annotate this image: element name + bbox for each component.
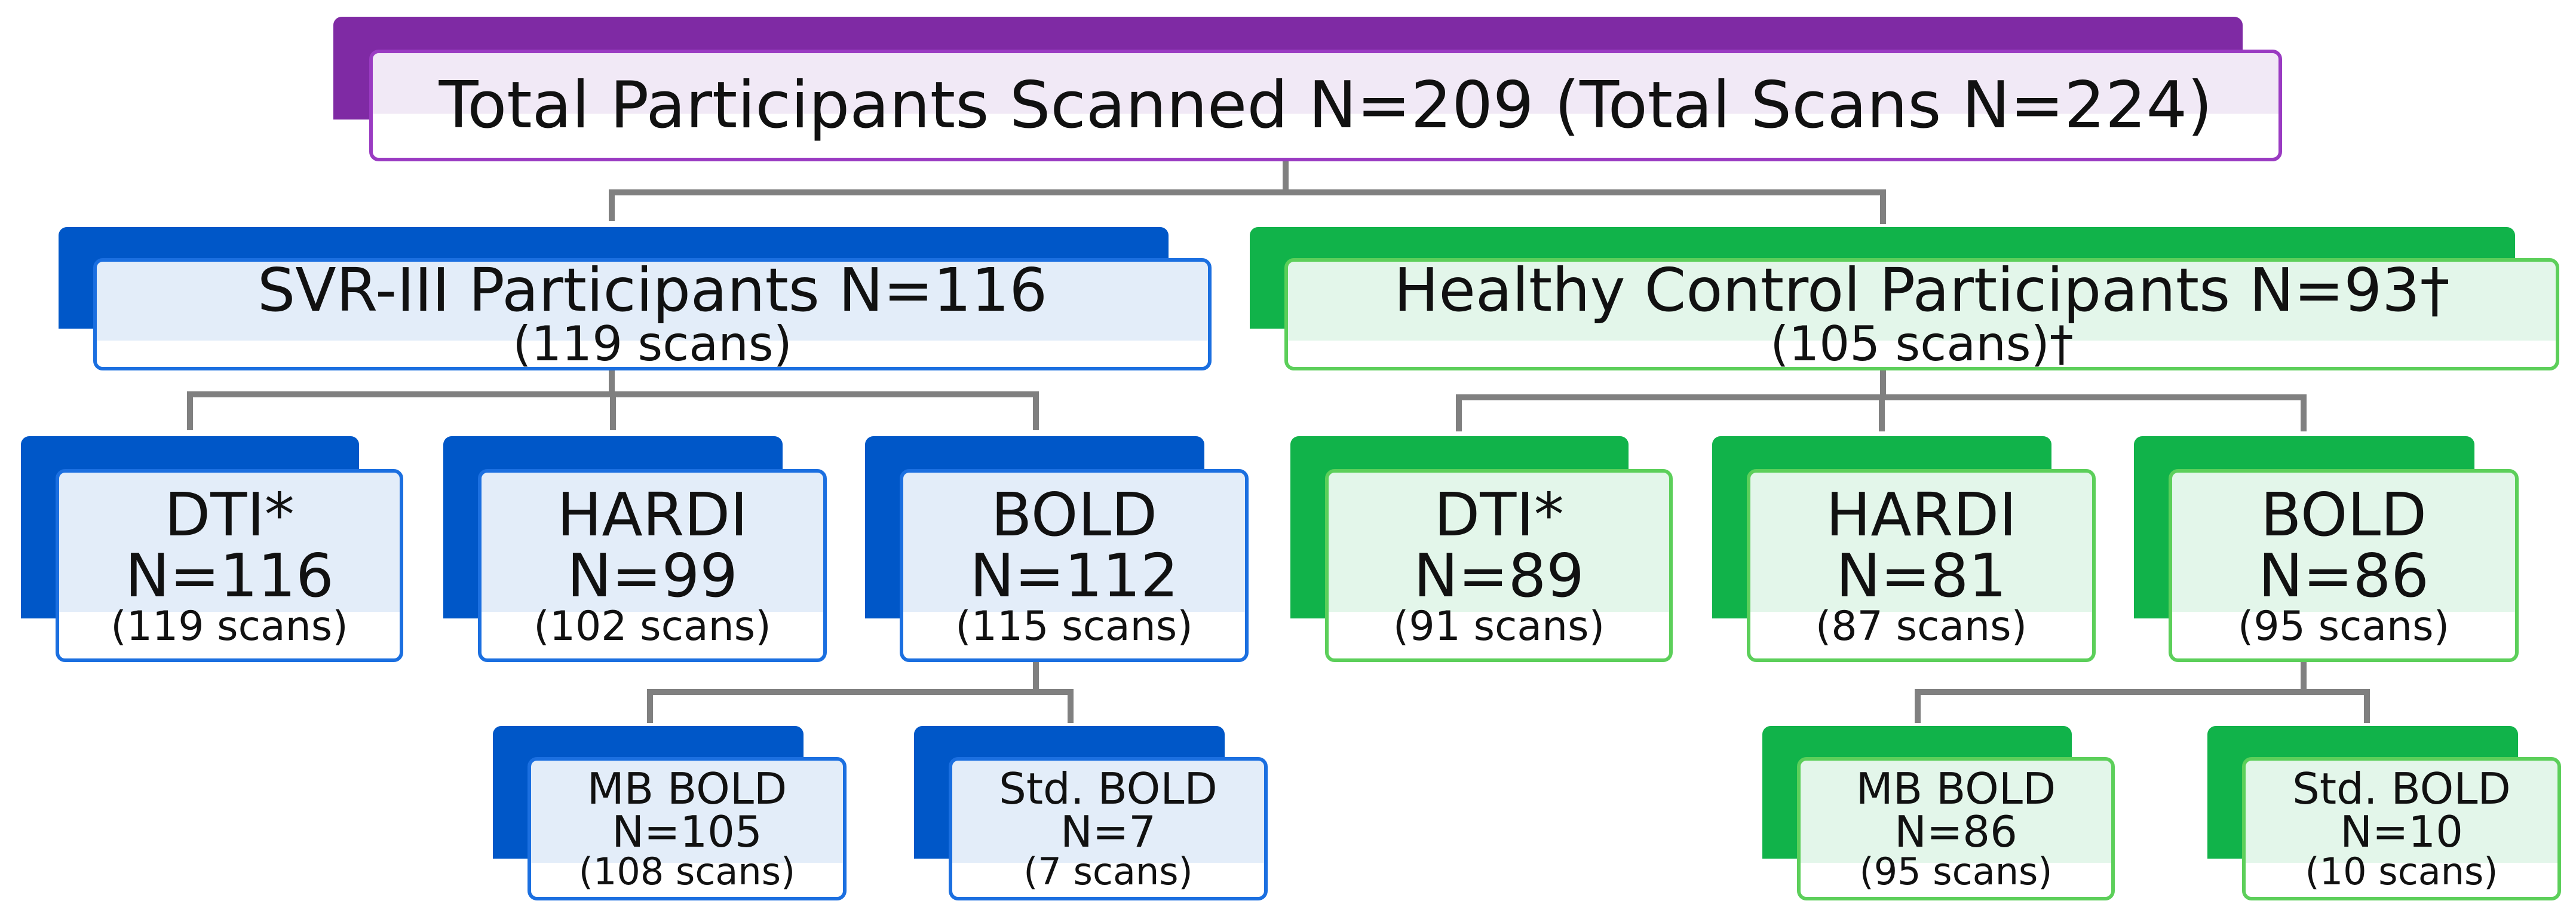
svr-node: SVR-III Participants N=116 (119 scans) <box>59 227 1212 370</box>
connector-svr <box>187 367 1039 430</box>
connector-hc <box>1456 367 2307 431</box>
svr-bold-n: N=112 <box>970 540 1179 611</box>
svr-std-bold-n: N=7 <box>1060 807 1156 857</box>
hc-bold-name: BOLD <box>2260 479 2427 550</box>
hc-bold-box: BOLD N=86 (95 scans) <box>2169 469 2519 662</box>
svr-dti-name: DTI* <box>164 479 295 550</box>
root-box: Total Participants Scanned N=209 (Total … <box>369 50 2282 161</box>
hc-box: Healthy Control Participants N=93† (105 … <box>1284 258 2559 370</box>
svr-hardi-name: HARDI <box>557 479 748 550</box>
svr-std-bold-scans: (7 scans) <box>1023 850 1193 893</box>
hc-scans: (105 scans)† <box>1770 316 2074 372</box>
svr-hardi-node: HARDI N=99 (102 scans) <box>443 436 827 662</box>
hc-bold-node: BOLD N=86 (95 scans) <box>2134 436 2519 662</box>
hc-bold-n: N=86 <box>2258 540 2429 611</box>
connector-svr-bold <box>647 658 1074 723</box>
svr-scans: (119 scans) <box>513 316 792 372</box>
svr-dti-scans: (119 scans) <box>111 602 348 650</box>
svr-hardi-box: HARDI N=99 (102 scans) <box>478 469 827 662</box>
hc-std-bold-name: Std. BOLD <box>2292 764 2511 814</box>
hc-std-bold-n: N=10 <box>2340 807 2463 857</box>
hc-mb-bold-name: MB BOLD <box>1856 764 2056 814</box>
svr-hardi-n: N=99 <box>567 540 738 611</box>
svr-mb-bold-node: MB BOLD N=105 (108 scans) <box>493 726 847 900</box>
hc-dti-scans: (91 scans) <box>1393 602 1605 650</box>
hc-hardi-n: N=81 <box>1836 540 2007 611</box>
root-title: Total Participants Scanned N=209 (Total … <box>438 68 2213 143</box>
svr-std-bold-node: Std. BOLD N=7 (7 scans) <box>914 726 1268 900</box>
hc-dti-name: DTI* <box>1434 479 1564 550</box>
hc-hardi-scans: (87 scans) <box>1815 602 2028 650</box>
root-node: Total Participants Scanned N=209 (Total … <box>333 17 2282 161</box>
hc-node: Healthy Control Participants N=93† (105 … <box>1250 227 2559 370</box>
hc-hardi-name: HARDI <box>1826 479 2017 550</box>
svr-std-bold-box: Std. BOLD N=7 (7 scans) <box>949 757 1268 900</box>
hc-dti-node: DTI* N=89 (91 scans) <box>1290 436 1673 662</box>
hc-hardi-box: HARDI N=81 (87 scans) <box>1747 469 2096 662</box>
svr-mb-bold-name: MB BOLD <box>587 764 787 814</box>
hc-mb-bold-n: N=86 <box>1894 807 2017 857</box>
svr-mb-bold-scans: (108 scans) <box>578 850 796 893</box>
svr-dti-n: N=116 <box>125 540 334 611</box>
svr-mb-bold-n: N=105 <box>612 807 762 857</box>
hc-std-bold-scans: (10 scans) <box>2305 850 2498 893</box>
svr-dti-box: DTI* N=116 (119 scans) <box>56 469 403 662</box>
svr-dti-node: DTI* N=116 (119 scans) <box>21 436 403 662</box>
connector-hc-bold <box>1915 658 2370 723</box>
svr-title: SVR-III Participants N=116 <box>257 255 1048 325</box>
svr-bold-scans: (115 scans) <box>955 602 1193 650</box>
svr-std-bold-name: Std. BOLD <box>999 764 1218 814</box>
hc-title: Healthy Control Participants N=93† <box>1394 255 2450 325</box>
svr-mb-bold-box: MB BOLD N=105 (108 scans) <box>528 757 847 900</box>
hc-mb-bold-scans: (95 scans) <box>1859 850 2053 893</box>
hc-std-bold-box: Std. BOLD N=10 (10 scans) <box>2242 757 2561 900</box>
svr-bold-name: BOLD <box>990 479 1158 550</box>
hc-dti-box: DTI* N=89 (91 scans) <box>1325 469 1673 662</box>
hc-std-bold-node: Std. BOLD N=10 (10 scans) <box>2207 726 2561 900</box>
connector-root <box>609 160 1886 224</box>
hc-dti-n: N=89 <box>1413 540 1584 611</box>
hc-hardi-node: HARDI N=81 (87 scans) <box>1712 436 2096 662</box>
svr-bold-node: BOLD N=112 (115 scans) <box>865 436 1249 662</box>
hc-mb-bold-node: MB BOLD N=86 (95 scans) <box>1762 726 2115 900</box>
svr-box: SVR-III Participants N=116 (119 scans) <box>93 258 1212 370</box>
svr-bold-box: BOLD N=112 (115 scans) <box>900 469 1249 662</box>
hc-bold-scans: (95 scans) <box>2237 602 2450 650</box>
svr-hardi-scans: (102 scans) <box>533 602 771 650</box>
hc-mb-bold-box: MB BOLD N=86 (95 scans) <box>1797 757 2115 900</box>
